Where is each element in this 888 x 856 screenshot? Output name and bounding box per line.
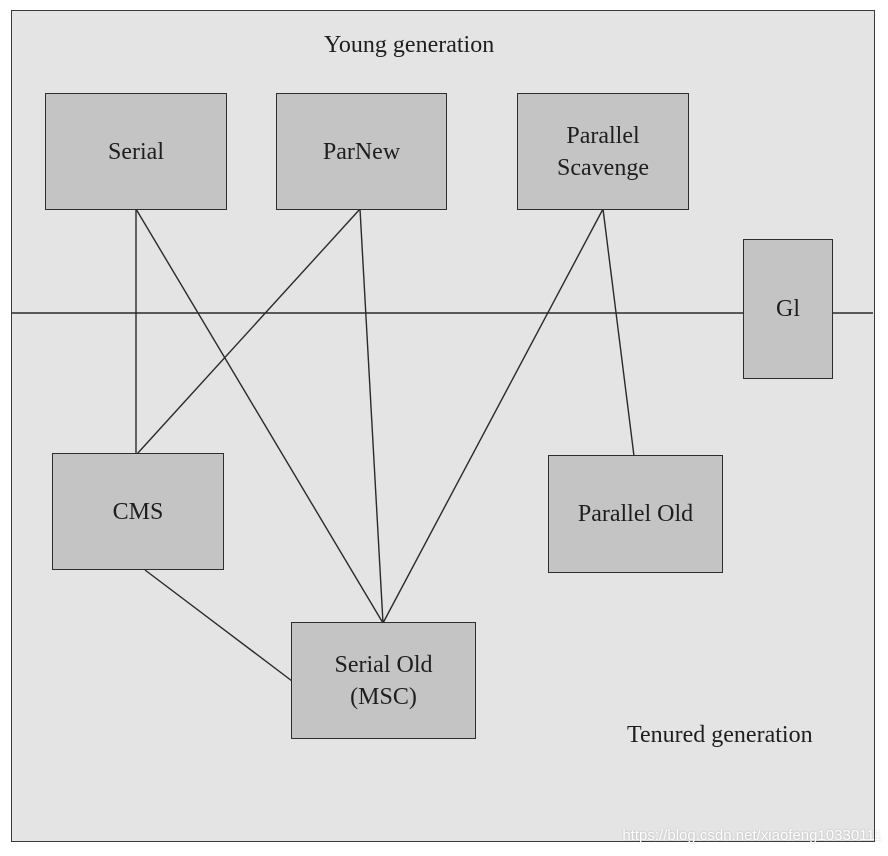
parallel-old-collector-box: Parallel Old (548, 455, 723, 573)
g1-collector-box: Gl (743, 239, 833, 379)
parallel-scavenge-collector-box: Parallel Scavenge (517, 93, 689, 210)
young-generation-label: Young generation (324, 32, 495, 58)
serial-collector-box: Serial (45, 93, 227, 210)
watermark-text: https://blog.csdn.net/xiaofeng10330111 (622, 827, 882, 844)
cms-collector-box: CMS (52, 453, 224, 570)
tenured-generation-label: Tenured generation (627, 722, 813, 748)
serial-old-msc-collector-box: Serial Old (MSC) (291, 622, 476, 739)
parnew-collector-box: ParNew (276, 93, 447, 210)
